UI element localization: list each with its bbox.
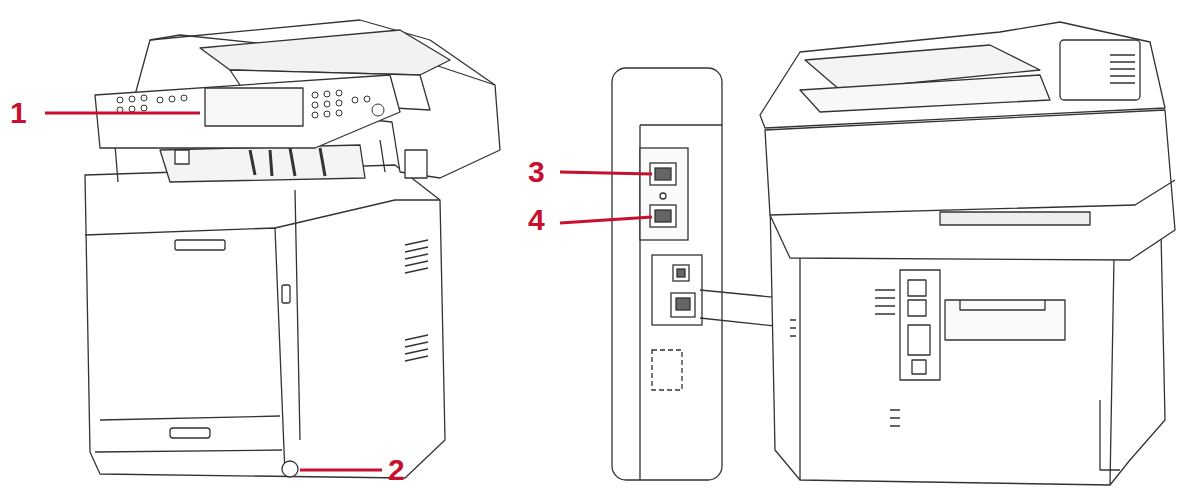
rear-printer — [760, 22, 1175, 485]
front-printer — [85, 20, 500, 478]
callout-number: 3 — [528, 157, 545, 187]
callout-number: 4 — [528, 205, 545, 235]
callout-number: 2 — [388, 455, 405, 485]
callout-number: 1 — [10, 98, 27, 128]
leader-lines — [45, 113, 652, 470]
